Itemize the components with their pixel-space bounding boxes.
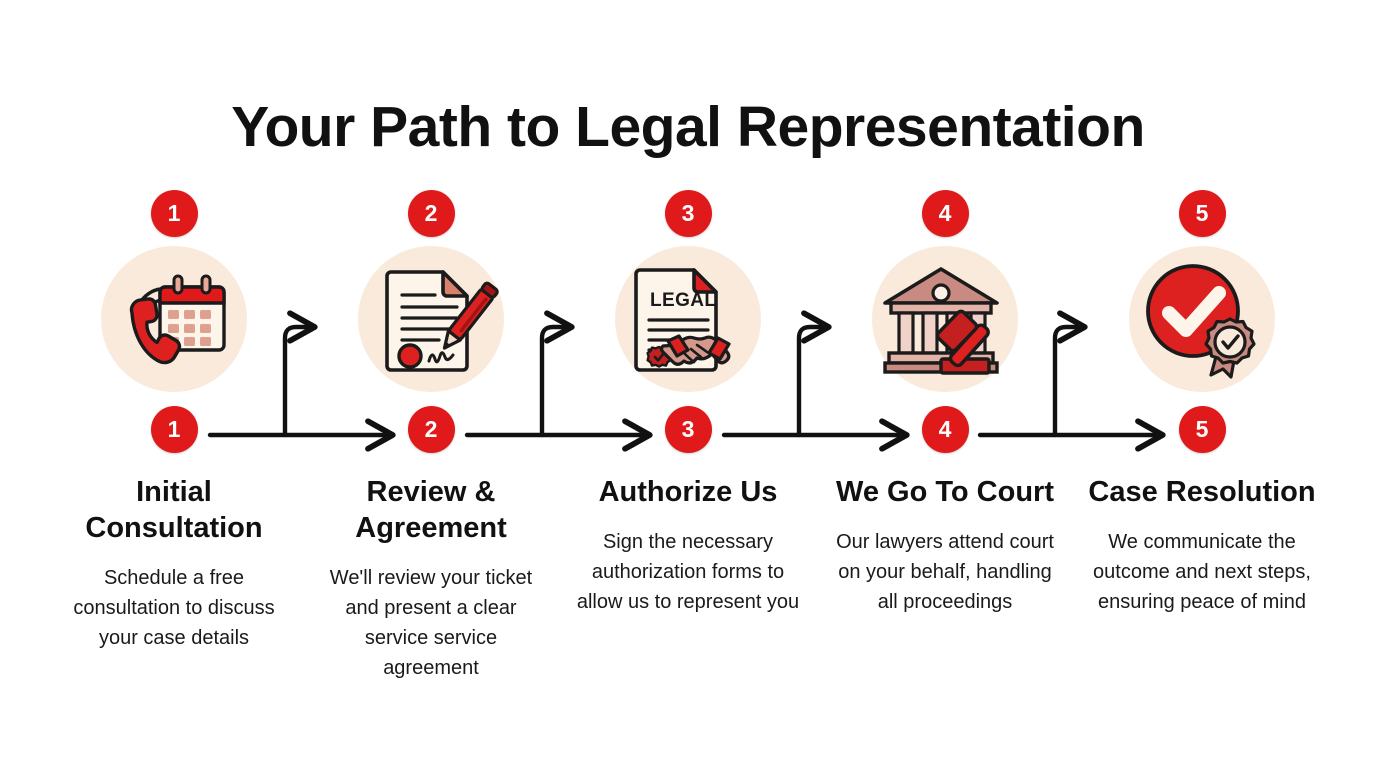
step-4-title: We Go To Court <box>835 476 1054 508</box>
courthouse-gavel-icon <box>883 267 999 375</box>
step-1[interactable]: 1 <box>46 190 302 653</box>
step-2-icon-disc <box>358 246 504 392</box>
step-3-number-badge-top: 3 <box>664 190 712 237</box>
step-4[interactable]: 4 <box>817 190 1073 618</box>
steps-row: 1 <box>46 190 1330 684</box>
step-1-number-badge-top: 1 <box>150 190 198 237</box>
step-1-icon-disc <box>101 246 247 392</box>
step-3-icon-disc: LEGAL <box>615 246 761 392</box>
step-5-number-badge-bottom: 5 <box>1178 406 1226 453</box>
legal-label: LEGAL <box>650 290 716 311</box>
document-pen-signature-icon <box>385 270 499 372</box>
page-title: Your Path to Legal Representation <box>231 95 1145 160</box>
step-1-title: Initial Consultation <box>85 476 263 544</box>
step-3-number-badge-bottom: 3 <box>664 406 712 453</box>
phone-calendar-icon <box>129 274 226 365</box>
step-2[interactable]: 2 <box>303 190 559 684</box>
step-3[interactable]: 3 LEGAL <box>560 190 816 618</box>
step-3-title: Authorize Us <box>598 476 778 508</box>
legal-document-handshake-icon: LEGAL <box>634 268 731 372</box>
step-5-description: We communicate the outcome and next step… <box>1093 530 1311 614</box>
step-1-description: Schedule a free consultation to discuss … <box>73 566 275 650</box>
step-2-number-badge-bottom: 2 <box>407 406 455 453</box>
step-2-description: We'll review your ticket and present a c… <box>329 566 533 680</box>
step-4-icon-disc <box>872 246 1018 392</box>
step-4-number-badge-top: 4 <box>921 190 969 237</box>
step-5-icon-disc <box>1129 246 1275 392</box>
step-4-description: Our lawyers attend court on your behalf,… <box>836 530 1054 614</box>
step-4-number-badge-bottom: 4 <box>921 406 969 453</box>
step-5[interactable]: 5 5 Case Resolution <box>1074 190 1330 618</box>
checkmark-award-ribbon-icon <box>1146 264 1256 379</box>
step-1-number-badge-bottom: 1 <box>150 406 198 453</box>
step-5-title: Case Resolution <box>1088 476 1316 508</box>
step-2-number-badge-top: 2 <box>407 190 455 237</box>
step-2-title: Review & Agreement <box>355 476 507 544</box>
step-3-description: Sign the necessary authorization forms t… <box>576 530 800 614</box>
step-5-number-badge-top: 5 <box>1178 190 1226 237</box>
